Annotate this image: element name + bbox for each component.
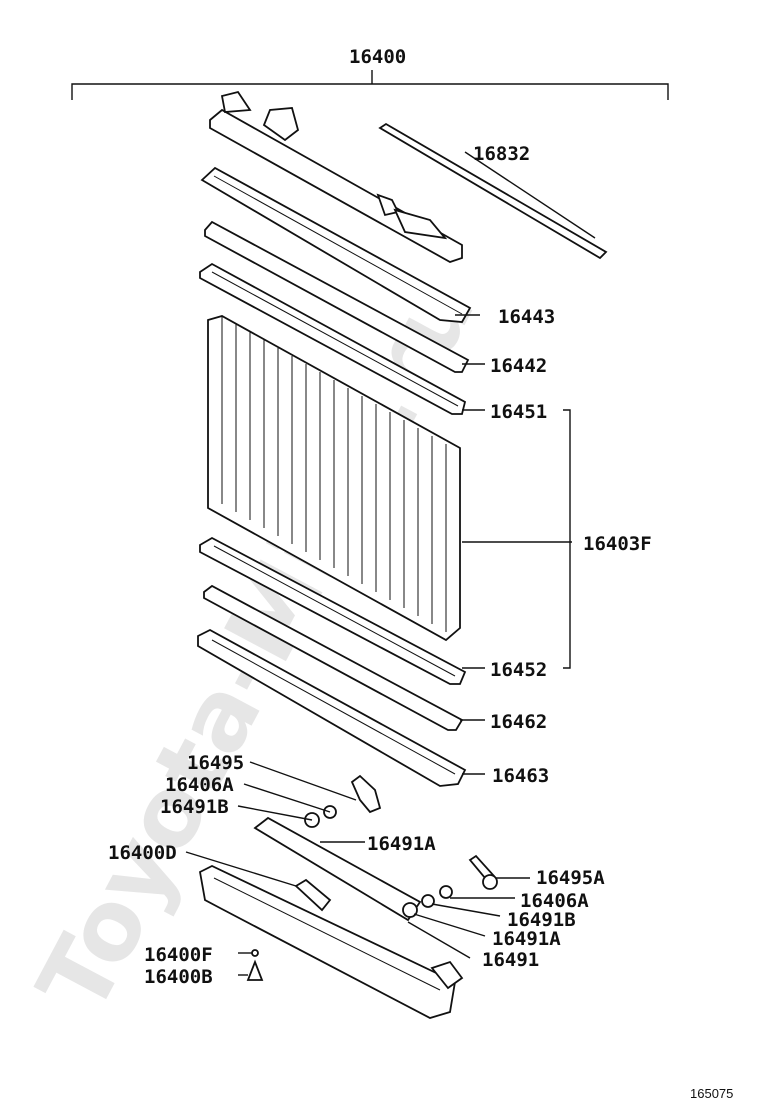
lower-tank [198,864,464,1019]
label-16491A-left: 16491A [367,833,436,855]
assembly-bracket [71,70,669,100]
part-16462-gasket [203,584,464,731]
label-16491A-right: 16491A [492,928,561,950]
label-16403F: 16403F [583,533,652,555]
oil-cooler-pipe [253,816,453,922]
oil-cooler-fittings [304,774,382,828]
label-16832: 16832 [473,143,530,165]
label-16406A-right: 16406A [520,890,589,912]
drain-parts [246,949,264,981]
part-16832-seal [378,122,608,260]
label-16400D: 16400D [108,842,177,864]
label-16495A: 16495A [536,867,605,889]
leader-lines [185,151,596,976]
label-16452: 16452 [490,659,547,681]
part-16452-header [199,536,467,685]
label-16451: 16451 [490,401,547,423]
figure-number: 165075 [690,1086,733,1101]
label-16491B-right: 16491B [507,909,576,931]
upper-tank [209,90,463,263]
label-16491: 16491 [482,949,539,971]
label-16443: 16443 [498,306,555,328]
part-16451-header [199,262,467,415]
label-16442: 16442 [490,355,547,377]
label-16400F: 16400F [144,944,213,966]
part-16442-gasket [204,220,470,373]
label-16495: 16495 [187,752,244,774]
label-16463: 16463 [492,765,549,787]
part-16463-plate [197,628,467,787]
label-16400: 16400 [349,46,406,68]
label-16462: 16462 [490,711,547,733]
radiator-core [207,315,461,642]
label-16400B: 16400B [144,966,213,988]
label-16491B-left: 16491B [160,796,229,818]
label-16406A-left: 16406A [165,774,234,796]
part-16495A-plug [468,854,498,890]
